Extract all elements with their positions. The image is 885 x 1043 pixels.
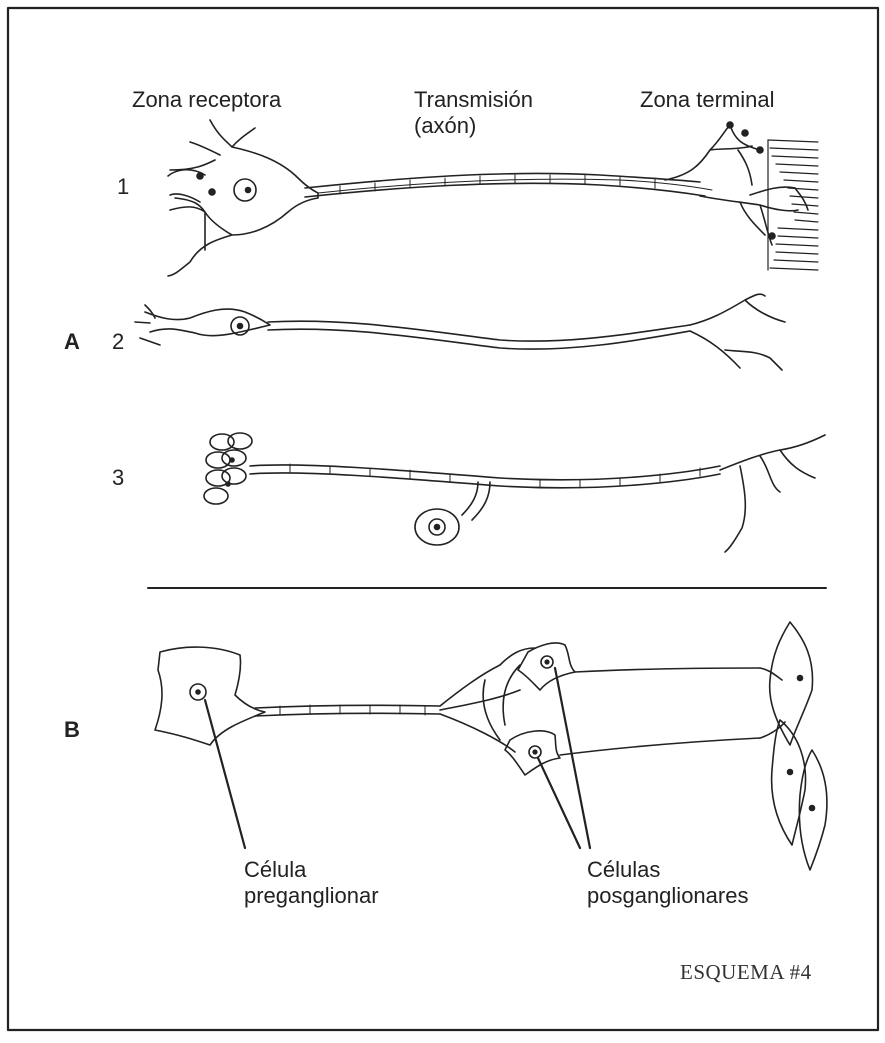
section-label-b: B xyxy=(64,718,80,742)
label-celulas: Células xyxy=(587,858,660,882)
label-axon: (axón) xyxy=(414,114,476,138)
caption-esquema: ESQUEMA #4 xyxy=(680,960,812,985)
neuron-1 xyxy=(168,120,818,276)
neuron-2 xyxy=(135,294,785,370)
page-border xyxy=(8,8,878,1030)
autonomic-pathway xyxy=(155,622,827,870)
label-transmision: Transmisión xyxy=(414,88,533,112)
muscle-striations xyxy=(768,140,818,270)
row-label-3: 3 xyxy=(112,466,124,490)
label-posganglionares: posganglionares xyxy=(587,884,748,908)
section-label-a: A xyxy=(64,330,80,354)
row-label-2: 2 xyxy=(112,330,124,354)
label-preganglionar: preganglionar xyxy=(244,884,379,908)
label-zona-terminal: Zona terminal xyxy=(640,88,775,112)
receptor-cells xyxy=(204,433,252,504)
row-label-1: 1 xyxy=(117,175,129,199)
label-zona-receptora: Zona receptora xyxy=(132,88,281,112)
pointer-posganglionar-2 xyxy=(538,758,580,848)
smooth-muscle-cells xyxy=(760,622,827,870)
neuron-3 xyxy=(204,433,825,552)
label-celula: Célula xyxy=(244,858,306,882)
